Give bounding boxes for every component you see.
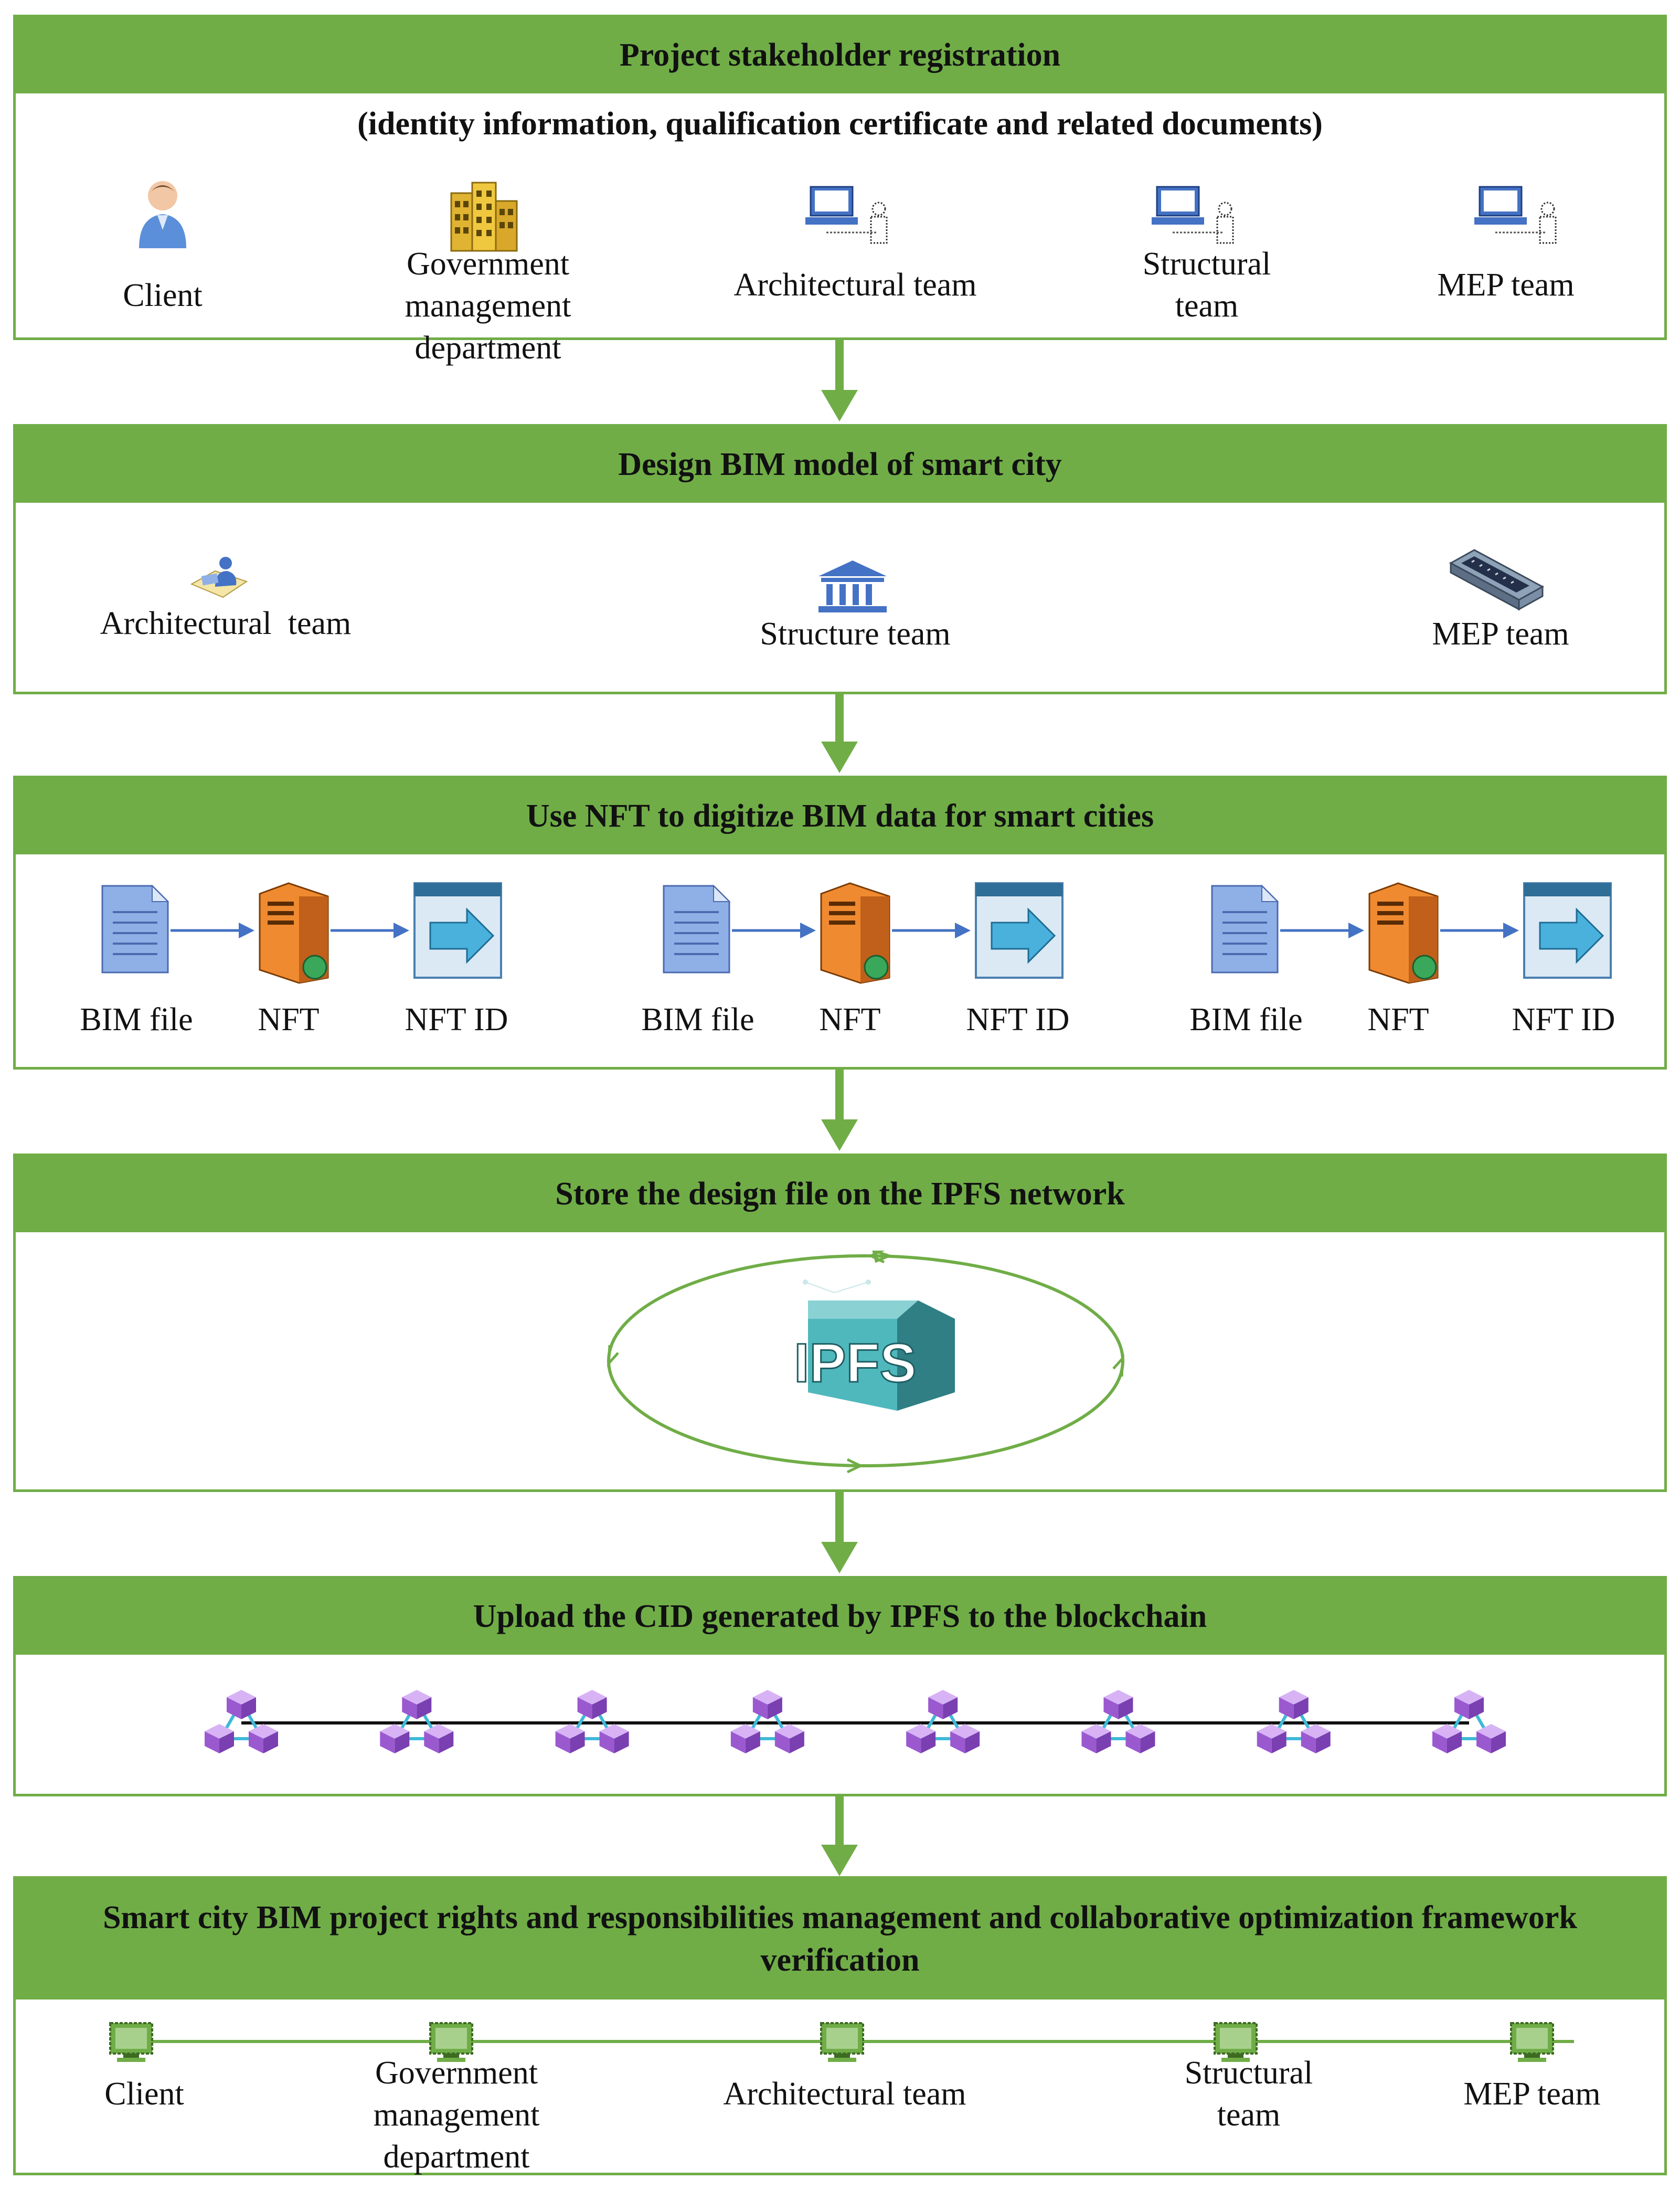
section-title: Store the design file on the IPFS networ… bbox=[16, 1156, 1664, 1232]
item-mep-team: MEP team bbox=[1432, 616, 1569, 652]
nft-flow-graphic bbox=[663, 882, 1064, 984]
section-title: Use NFT to digitize BIM data for smart c… bbox=[16, 778, 1664, 854]
item-government-dept: Government management department bbox=[405, 246, 571, 366]
item-client: Client bbox=[123, 278, 203, 313]
computer-icon bbox=[429, 2022, 473, 2062]
ipfs-logo-text: IPFS bbox=[794, 1332, 916, 1394]
bank-building-icon bbox=[818, 560, 887, 612]
item-mep-team: MEP team bbox=[1463, 2076, 1601, 2112]
item-government-dept: Government management department bbox=[373, 2055, 540, 2175]
item-structure-team: Structure team bbox=[760, 616, 951, 652]
computer-icon bbox=[820, 2022, 864, 2062]
label-nft: NFT bbox=[1367, 1002, 1429, 1038]
blockchain-node-icon bbox=[1257, 1690, 1331, 1753]
item-client: Client bbox=[104, 2076, 184, 2112]
down-arrow bbox=[821, 1795, 858, 1876]
item-architectural-team: Architectural team bbox=[100, 606, 352, 641]
blockchain-node-icon bbox=[906, 1690, 980, 1753]
section-title: Smart city BIM project rights and respon… bbox=[16, 1879, 1664, 1999]
client-person-icon bbox=[139, 181, 186, 248]
blockchain-node-icon bbox=[1081, 1690, 1155, 1753]
section-ipfs-store: Store the design file on the IPFS networ… bbox=[13, 1154, 1667, 1492]
item-structural-team: Structural team bbox=[1184, 2055, 1313, 2133]
item-mep-team: MEP team bbox=[1437, 267, 1575, 303]
section-design-bim: Design BIM model of smart city Architect… bbox=[13, 424, 1667, 694]
blockchain-node-icon bbox=[205, 1690, 278, 1753]
blockchain-node-icon bbox=[380, 1690, 454, 1753]
down-arrow bbox=[821, 340, 858, 421]
label-nft-id: NFT ID bbox=[405, 1002, 508, 1038]
label-bim-file: BIM file bbox=[80, 1002, 193, 1038]
blockchain-graphic bbox=[205, 1690, 1506, 1753]
section-nft-digitize: Use NFT to digitize BIM data for smart c… bbox=[13, 776, 1667, 1070]
section-title: Project stakeholder registration bbox=[16, 17, 1664, 93]
computer-icon bbox=[1510, 2022, 1554, 2062]
label-nft: NFT bbox=[819, 1002, 881, 1038]
blockchain-node-icon bbox=[1432, 1690, 1506, 1753]
ipfs-cycle-graphic: IPFS bbox=[607, 1251, 1124, 1474]
section-stakeholder-registration: Project stakeholder registration (identi… bbox=[13, 15, 1667, 366]
nft-flow-graphic bbox=[101, 882, 502, 984]
blockchain-node-icon bbox=[730, 1690, 804, 1753]
computer-icon bbox=[1214, 2022, 1258, 2062]
section-verification: Smart city BIM project rights and respon… bbox=[13, 1876, 1667, 2175]
drafter-icon bbox=[190, 557, 248, 598]
computer-icon bbox=[109, 2022, 153, 2062]
workstation-icon bbox=[1152, 186, 1234, 244]
down-arrow bbox=[821, 692, 858, 773]
section-title: Upload the CID generated by IPFS to the … bbox=[16, 1579, 1664, 1655]
section-subtitle: (identity information, qualification cer… bbox=[357, 106, 1323, 142]
nft-flow-graphic bbox=[1211, 882, 1612, 984]
label-nft: NFT bbox=[258, 1002, 320, 1038]
label-nft-id: NFT ID bbox=[1512, 1002, 1615, 1038]
item-architectural-team: Architectural team bbox=[733, 267, 977, 303]
section-blockchain-upload: Upload the CID generated by IPFS to the … bbox=[13, 1576, 1667, 1796]
down-arrow bbox=[821, 1070, 858, 1151]
workstation-icon bbox=[805, 186, 888, 244]
network-switch-icon bbox=[1449, 549, 1545, 611]
blockchain-node-icon bbox=[555, 1690, 629, 1753]
workstation-icon bbox=[1474, 186, 1557, 244]
label-nft-id: NFT ID bbox=[966, 1002, 1070, 1038]
item-structural-team: Structural team bbox=[1142, 246, 1271, 324]
government-building-icon bbox=[450, 182, 518, 252]
label-bim-file: BIM file bbox=[1189, 1002, 1303, 1038]
label-bim-file: BIM file bbox=[641, 1002, 754, 1038]
item-architectural-team: Architectural team bbox=[723, 2076, 966, 2112]
section-title: Design BIM model of smart city bbox=[16, 427, 1664, 503]
down-arrow bbox=[821, 1492, 858, 1573]
